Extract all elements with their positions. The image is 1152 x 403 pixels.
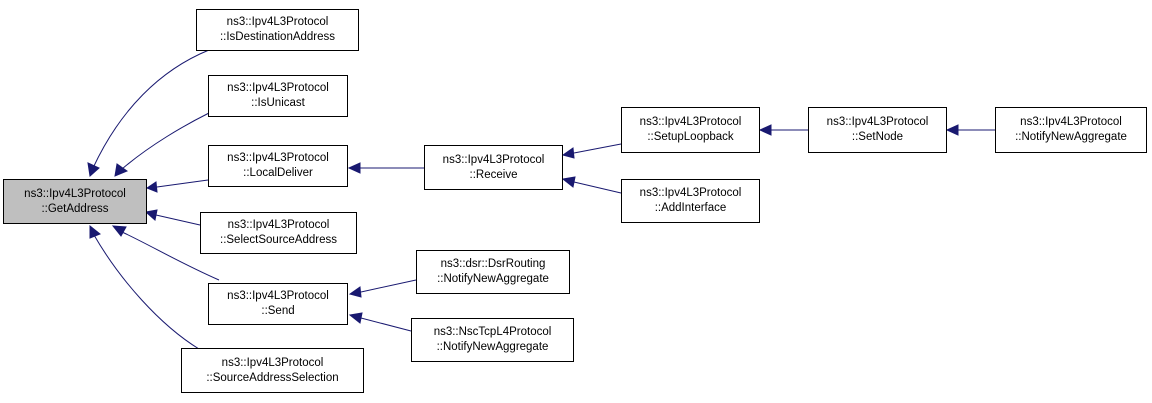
node-ipv4-notify-new-aggregate-method: ::NotifyNewAggregate <box>1015 131 1127 143</box>
node-set-node-class: ns3::Ipv4L3Protocol <box>826 116 929 128</box>
node-select-source-address-class: ns3::Ipv4L3Protocol <box>227 219 330 231</box>
edge-select-source-address-to-get-address <box>144 209 201 226</box>
edge-nsc-notify-new-aggregate-to-send <box>348 312 412 332</box>
node-setup-loopback-method: ::SetupLoopback <box>647 131 734 143</box>
node-send-method: ::Send <box>261 305 295 317</box>
node-nsc-notify-new-aggregate-method: ::NotifyNewAggregate <box>436 341 549 353</box>
node-get-address-method: ::GetAddress <box>41 202 109 215</box>
node-setup-loopback[interactable]: ns3::Ipv4L3Protocol ::SetupLoopback <box>621 107 760 153</box>
edge-is-unicast-to-get-address <box>114 112 210 177</box>
edge-dsr-notify-new-aggregate-to-send <box>348 279 417 298</box>
node-dsr-notify-new-aggregate[interactable]: ns3::dsr::DsrRouting ::NotifyNewAggregat… <box>416 250 570 294</box>
node-get-address[interactable]: ns3::Ipv4L3Protocol ::GetAddress <box>3 179 147 224</box>
node-source-address-selection-class: ns3::Ipv4L3Protocol <box>221 356 324 369</box>
node-local-deliver-method: ::LocalDeliver <box>243 167 313 179</box>
node-ipv4-notify-new-aggregate[interactable]: ns3::Ipv4L3Protocol ::NotifyNewAggregate <box>995 107 1147 153</box>
node-source-address-selection-method: ::SourceAddressSelection <box>206 371 339 384</box>
node-setup-loopback-class: ns3::Ipv4L3Protocol <box>639 116 742 128</box>
node-is-destination-address-class: ns3::Ipv4L3Protocol <box>226 16 329 28</box>
node-receive[interactable]: ns3::Ipv4L3Protocol ::Receive <box>424 145 563 190</box>
node-is-destination-address-method: ::IsDestinationAddress <box>219 31 336 43</box>
node-send[interactable]: ns3::Ipv4L3Protocol ::Send <box>208 283 348 325</box>
edge-add-interface-to-receive <box>561 176 622 194</box>
node-add-interface[interactable]: ns3::Ipv4L3Protocol ::AddInterface <box>621 179 760 223</box>
node-dsr-notify-new-aggregate-class: ns3::dsr::DsrRouting <box>440 258 546 270</box>
edge-source-address-selection-to-get-address <box>89 224 200 350</box>
node-is-unicast-class: ns3::Ipv4L3Protocol <box>227 82 329 94</box>
node-set-node-method: ::SetNode <box>851 131 904 143</box>
edge-set-node-to-setup-loopback <box>758 124 808 136</box>
node-is-unicast-method: ::IsUnicast <box>251 97 305 109</box>
node-source-address-selection[interactable]: ns3::Ipv4L3Protocol ::SourceAddressSelec… <box>181 348 364 393</box>
node-select-source-address-method: ::SelectSourceAddress <box>220 234 337 246</box>
node-set-node[interactable]: ns3::Ipv4L3Protocol ::SetNode <box>808 107 947 153</box>
node-dsr-notify-new-aggregate-method: ::NotifyNewAggregate <box>437 273 549 285</box>
node-add-interface-method: ::AddInterface <box>654 202 727 214</box>
node-nsc-notify-new-aggregate-class: ns3::NscTcpL4Protocol <box>433 326 552 338</box>
edge-send-to-get-address <box>111 225 220 281</box>
edge-local-deliver-to-get-address <box>145 179 209 193</box>
node-nsc-notify-new-aggregate[interactable]: ns3::NscTcpL4Protocol ::NotifyNewAggrega… <box>411 318 574 362</box>
edge-is-destination-address-to-get-address <box>87 49 210 177</box>
node-send-class: ns3::Ipv4L3Protocol <box>227 290 329 302</box>
node-select-source-address[interactable]: ns3::Ipv4L3Protocol ::SelectSourceAddres… <box>200 212 357 254</box>
node-local-deliver[interactable]: ns3::Ipv4L3Protocol ::LocalDeliver <box>208 145 348 187</box>
node-is-unicast[interactable]: ns3::Ipv4L3Protocol ::IsUnicast <box>208 75 348 117</box>
node-receive-class: ns3::Ipv4L3Protocol <box>442 153 545 166</box>
node-receive-method: ::Receive <box>469 168 518 181</box>
edge-ipv4-notify-new-aggregate-to-set-node <box>945 124 995 136</box>
node-add-interface-class: ns3::Ipv4L3Protocol <box>639 187 742 199</box>
node-get-address-class: ns3::Ipv4L3Protocol <box>24 187 126 200</box>
node-local-deliver-class: ns3::Ipv4L3Protocol <box>227 152 329 164</box>
node-is-destination-address[interactable]: ns3::Ipv4L3Protocol ::IsDestinationAddre… <box>196 9 359 51</box>
node-ipv4-notify-new-aggregate-class: ns3::Ipv4L3Protocol <box>1020 116 1122 128</box>
edge-receive-to-local-deliver <box>347 162 424 174</box>
edge-setup-loopback-to-receive <box>561 143 622 159</box>
